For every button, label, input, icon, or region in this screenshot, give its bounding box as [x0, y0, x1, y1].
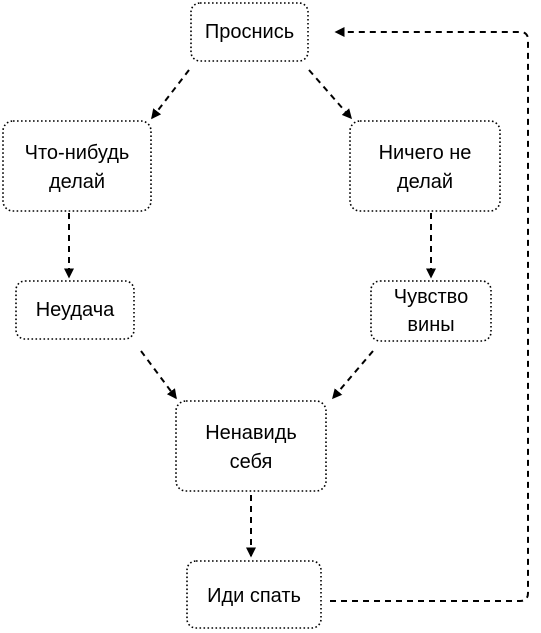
node-hate-self-label-line-1: Ненавидь [205, 422, 297, 444]
edge-guilt-to-hate-self [332, 350, 374, 400]
node-sleep: Иди спать [186, 560, 322, 629]
node-do-something-label-line-2: делай [49, 171, 105, 193]
node-failure-label: Неудача [36, 299, 115, 321]
node-guilt-label-line-2: вины [407, 314, 454, 336]
edge-wake-to-do-nothing [308, 69, 352, 120]
node-do-something: Что-нибудь делай [2, 120, 152, 212]
node-do-nothing: Ничего не делай [349, 120, 501, 212]
node-failure: Неудача [15, 280, 135, 340]
node-guilt: Чувство вины [370, 280, 492, 342]
node-do-nothing-label-line-1: Ничего не [379, 142, 472, 164]
edges [64, 27, 529, 602]
edge-sleep-to-wake [330, 27, 529, 602]
node-wake: Проснись [190, 2, 309, 62]
node-sleep-label: Иди спать [207, 585, 301, 607]
edge-wake-to-do-something [151, 69, 190, 120]
node-hate-self-label-line-2: себя [230, 451, 273, 473]
node-hate-self: Ненавидь себя [175, 400, 327, 492]
node-wake-label: Проснись [205, 21, 294, 43]
node-do-something-label-line-1: Что-нибудь [25, 142, 130, 164]
node-guilt-label-line-1: Чувство [394, 286, 468, 308]
edge-failure-to-hate-self [140, 350, 177, 400]
node-do-nothing-label-line-2: делай [397, 171, 453, 193]
